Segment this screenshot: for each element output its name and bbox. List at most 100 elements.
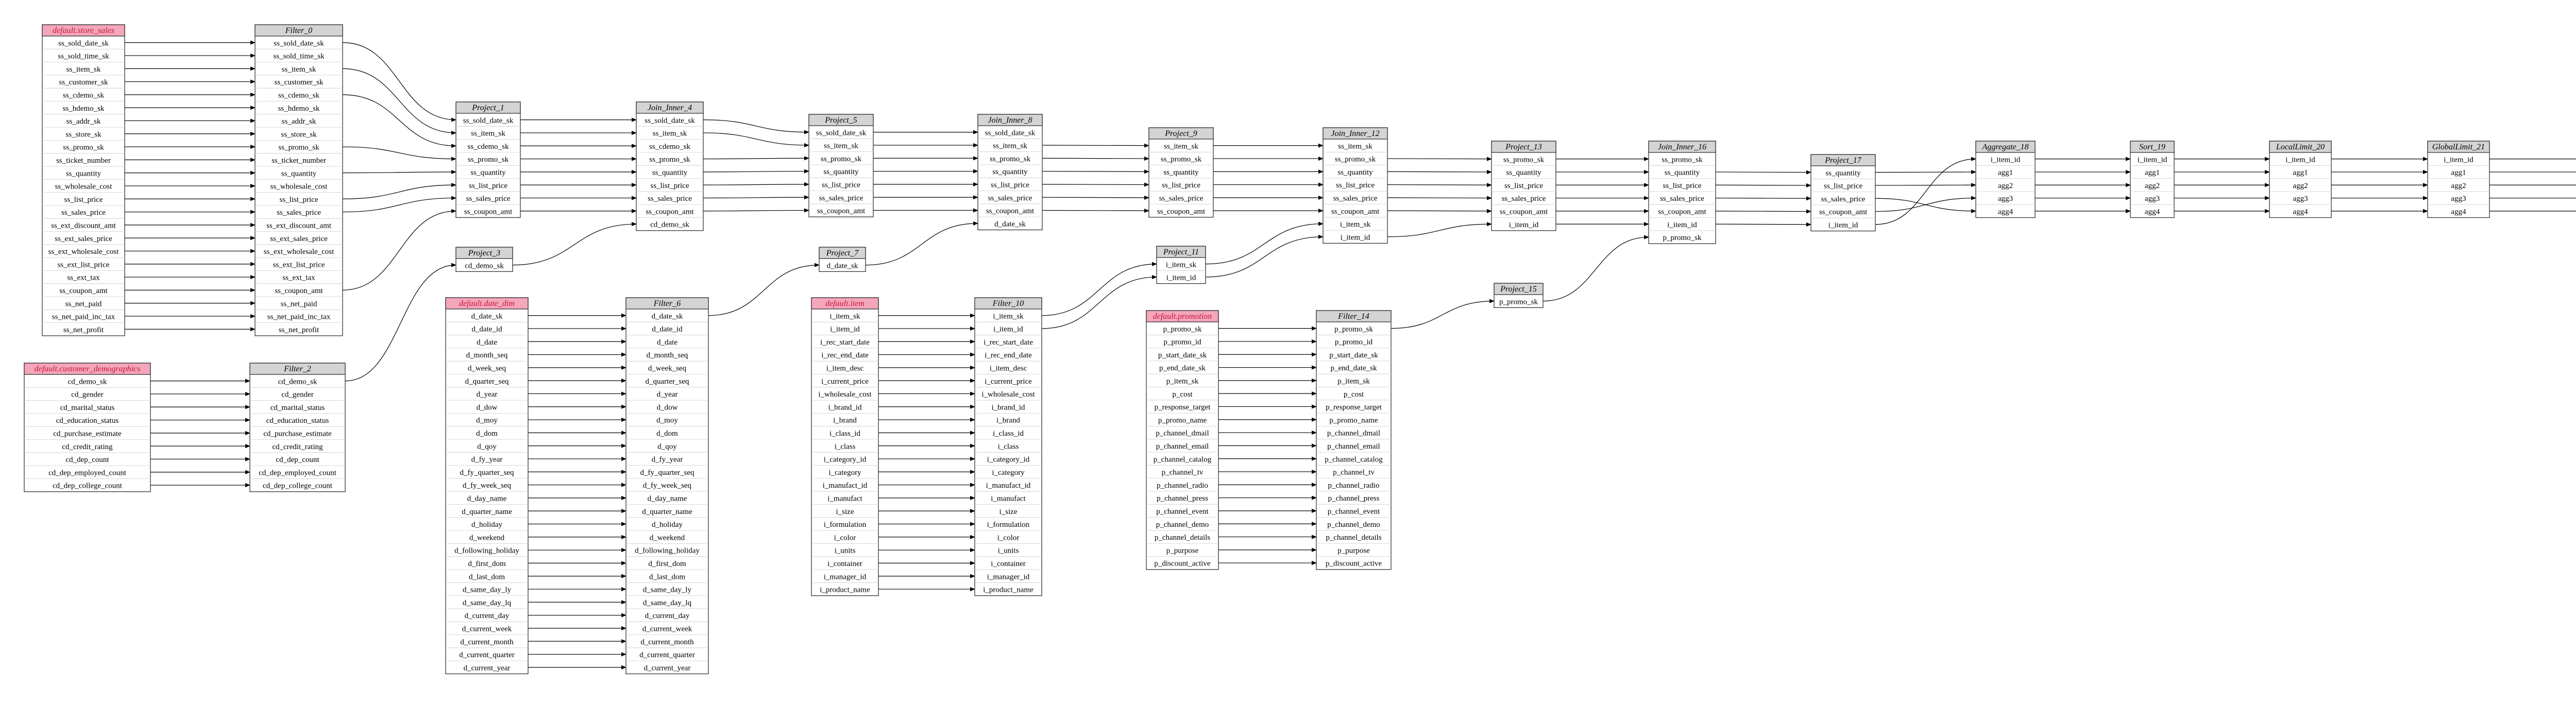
edge bbox=[512, 222, 637, 266]
node-field: d_day_name bbox=[648, 495, 687, 503]
node-field: ss_coupon_amt bbox=[1331, 208, 1380, 216]
node-field: d_month_seq bbox=[647, 351, 688, 359]
node-field: d_current_month bbox=[460, 638, 514, 646]
node-field: d_moy bbox=[476, 417, 498, 425]
edge bbox=[1042, 182, 1149, 187]
node-field: d_week_seq bbox=[648, 365, 687, 373]
node-field: agg1 bbox=[1998, 169, 2013, 177]
node-field: ss_sold_date_sk bbox=[274, 39, 324, 47]
edge bbox=[1543, 235, 1649, 302]
node-title: Project_17 bbox=[1824, 156, 1862, 165]
node-field: i_item_id bbox=[1828, 221, 1858, 230]
node-field: p_cost bbox=[1172, 390, 1193, 399]
node-box bbox=[1316, 310, 1392, 570]
node-box bbox=[1148, 127, 1214, 218]
node-field: agg1 bbox=[2145, 169, 2160, 177]
node-field: ss_list_price bbox=[469, 182, 507, 190]
node-filter-14: Filter_14p_promo_skp_promo_idp_start_dat… bbox=[1316, 310, 1392, 570]
node-field: ss_coupon_amt bbox=[59, 287, 108, 295]
node-field: ss_sales_price bbox=[1821, 195, 1866, 203]
node-field: ss_sold_time_sk bbox=[58, 53, 109, 61]
node-field: ss_store_sk bbox=[65, 130, 101, 139]
node-field: cd_demo_sk bbox=[650, 221, 689, 229]
node-header bbox=[255, 24, 343, 37]
node-field: p_discount_active bbox=[1154, 560, 1210, 568]
node-field: ss_item_sk bbox=[993, 142, 1027, 150]
node-field: i_item_id bbox=[1166, 274, 1196, 282]
node-field: i_category_id bbox=[824, 456, 867, 464]
edge bbox=[1041, 275, 1157, 329]
edge bbox=[703, 119, 809, 134]
node-field: p_channel_email bbox=[1156, 442, 1209, 451]
node-field: ss_ext_tax bbox=[67, 274, 100, 282]
node-field: ss_coupon_amt bbox=[1819, 208, 1868, 216]
node-field: i_item_id bbox=[2138, 156, 2167, 164]
nodes-layer: default.store_salesss_sold_date_skss_sol… bbox=[24, 24, 2490, 675]
node-header bbox=[1810, 154, 1876, 166]
edge bbox=[1042, 156, 1149, 161]
node-field: i_item_sk bbox=[1340, 220, 1371, 229]
node-field: d_same_day_ly bbox=[643, 586, 692, 594]
node-field: p_channel_press bbox=[1328, 494, 1380, 503]
node-field: i_current_price bbox=[821, 378, 869, 386]
node-field: cd_dep_count bbox=[276, 456, 319, 464]
node-field: cd_credit_rating bbox=[62, 443, 113, 451]
node-field: d_year bbox=[657, 390, 678, 399]
node-field: i_class bbox=[835, 442, 856, 451]
node-header bbox=[808, 114, 874, 126]
node-join-inner-16: Join_Inner_16ss_promo_skss_quantityss_li… bbox=[1648, 141, 1716, 244]
node-title: Filter_2 bbox=[283, 365, 311, 373]
node-field: i_units bbox=[835, 547, 856, 555]
node-field: i_item_id bbox=[1341, 233, 1370, 242]
node-title: default.date_dim bbox=[459, 299, 515, 308]
node-field: ss_list_price bbox=[64, 196, 103, 204]
node-field: d_fy_week_seq bbox=[463, 482, 512, 490]
node-field: p_channel_details bbox=[1326, 534, 1381, 542]
node-field: i_manufact_id bbox=[823, 482, 868, 490]
node-header bbox=[2269, 141, 2332, 153]
node-field: ss_quantity bbox=[66, 169, 101, 178]
node-field: p_promo_name bbox=[1158, 416, 1207, 424]
node-field: cd_purchase_estimate bbox=[263, 430, 332, 438]
node-box bbox=[625, 297, 709, 675]
node-field: ss_ext_wholesale_cost bbox=[48, 248, 119, 256]
node-field: i_color bbox=[997, 534, 1020, 542]
node-header bbox=[977, 114, 1043, 126]
node-field: ss_sold_date_sk bbox=[985, 129, 1036, 137]
node-field: i_item_id bbox=[1991, 156, 2021, 164]
node-item: default.itemi_item_ski_item_idi_rec_star… bbox=[811, 297, 879, 596]
node-field: i_item_id bbox=[2444, 156, 2473, 164]
node-field: ss_promo_sk bbox=[468, 156, 509, 164]
node-field: d_quarter_name bbox=[462, 508, 512, 516]
edge bbox=[345, 263, 456, 382]
node-field: cd_education_status bbox=[266, 417, 329, 425]
edges-layer bbox=[125, 40, 2576, 670]
edge bbox=[342, 42, 456, 122]
node-field: ss_quantity bbox=[1163, 168, 1199, 177]
edge bbox=[1041, 262, 1157, 316]
node-field: ss_net_paid bbox=[281, 300, 317, 308]
node-field: p_channel_tv bbox=[1162, 469, 1204, 477]
node-field: ss_customer_sk bbox=[275, 78, 324, 87]
edge bbox=[342, 94, 456, 148]
node-field: d_current_week bbox=[462, 625, 512, 633]
node-project-7: Project_7d_date_sk bbox=[819, 247, 866, 272]
node-field: d_date_sk bbox=[471, 312, 503, 320]
node-join-inner-4: Join_Inner_4ss_sold_date_skss_item_skss_… bbox=[636, 101, 704, 231]
node-field: d_same_day_lq bbox=[463, 599, 512, 607]
node-field: p_end_date_sk bbox=[1159, 364, 1206, 372]
node-field: d_weekend bbox=[650, 534, 685, 542]
node-project-3: Project_3cd_demo_sk bbox=[455, 247, 513, 272]
node-field: i_item_desc bbox=[826, 365, 864, 373]
node-box bbox=[2269, 141, 2332, 218]
node-field: d_month_seq bbox=[466, 351, 508, 359]
node-field: agg2 bbox=[2145, 182, 2160, 190]
node-field: i_manager_id bbox=[824, 573, 867, 581]
node-project-15: Project_15p_promo_sk bbox=[1494, 283, 1544, 308]
node-field: ss_ext_wholesale_cost bbox=[264, 248, 334, 256]
edge bbox=[1875, 157, 1976, 225]
node-field: d_moy bbox=[656, 417, 678, 425]
node-field: ss_list_price bbox=[280, 196, 318, 204]
node-field: p_cost bbox=[1344, 390, 1364, 399]
node-field: ss_cdemo_sk bbox=[468, 143, 509, 151]
